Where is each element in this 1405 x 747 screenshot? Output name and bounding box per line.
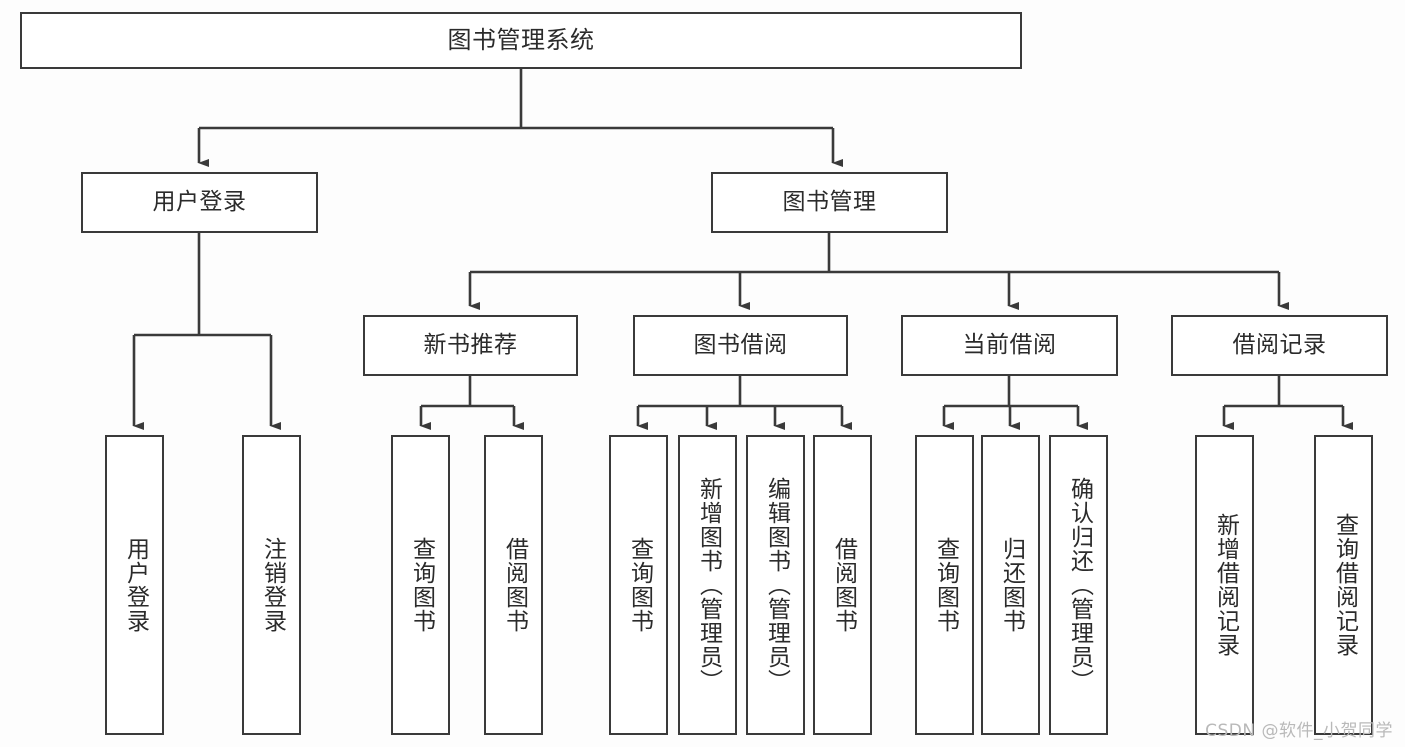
node-label: 图书借阅 (693, 331, 788, 358)
node-current-borrow[interactable]: 当前借阅 (901, 315, 1118, 376)
node-new-book-recommend[interactable]: 新书推荐 (363, 315, 578, 376)
node-label: 图书管理系统 (447, 26, 595, 55)
csdn-watermark: CSDN @软件_小贺同学 (1205, 721, 1393, 741)
node-leaf-user-login[interactable]: 用户登录 (105, 435, 164, 735)
node-user-login[interactable]: 用户登录 (81, 172, 318, 233)
node-label: 查询图书 (932, 537, 959, 633)
node-book-management[interactable]: 图书管理 (711, 172, 948, 233)
node-book-borrow[interactable]: 图书借阅 (633, 315, 848, 376)
node-label: 借阅图书 (501, 537, 528, 633)
node-leaf-borrow-book-recommend[interactable]: 借阅图书 (484, 435, 543, 735)
node-label: 查询借阅记录 (1331, 513, 1358, 657)
node-leaf-confirm-return-admin[interactable]: 确认归还（管理员） (1049, 435, 1108, 735)
node-label: 用户登录 (122, 537, 149, 633)
node-label: 图书管理 (782, 188, 877, 215)
node-leaf-query-book-current[interactable]: 查询图书 (915, 435, 974, 735)
node-label: 查询图书 (408, 537, 435, 633)
node-label: 编辑图书（管理员） (763, 477, 790, 693)
node-leaf-query-book-recommend[interactable]: 查询图书 (391, 435, 450, 735)
node-label: 借阅图书 (830, 537, 857, 633)
node-label: 用户登录 (152, 188, 247, 215)
node-label: 归还图书 (998, 537, 1025, 633)
node-leaf-return-book[interactable]: 归还图书 (981, 435, 1040, 735)
node-borrow-record[interactable]: 借阅记录 (1171, 315, 1388, 376)
node-leaf-borrow-book[interactable]: 借阅图书 (813, 435, 872, 735)
node-leaf-add-book-admin[interactable]: 新增图书（管理员） (678, 435, 737, 735)
node-label: 新增图书（管理员） (695, 477, 722, 693)
node-label: 新书推荐 (423, 331, 518, 358)
node-leaf-logout[interactable]: 注销登录 (242, 435, 301, 735)
node-label: 注销登录 (259, 537, 286, 633)
node-label: 确认归还（管理员） (1066, 477, 1093, 693)
node-leaf-edit-book-admin[interactable]: 编辑图书（管理员） (746, 435, 805, 735)
node-label: 新增借阅记录 (1212, 513, 1239, 657)
node-leaf-query-book-borrow[interactable]: 查询图书 (609, 435, 668, 735)
node-label: 借阅记录 (1232, 331, 1327, 358)
node-leaf-query-borrow-record[interactable]: 查询借阅记录 (1314, 435, 1373, 735)
node-root-system[interactable]: 图书管理系统 (20, 12, 1022, 69)
node-leaf-add-borrow-record[interactable]: 新增借阅记录 (1195, 435, 1254, 735)
node-label: 当前借阅 (962, 331, 1057, 358)
node-label: 查询图书 (626, 537, 653, 633)
